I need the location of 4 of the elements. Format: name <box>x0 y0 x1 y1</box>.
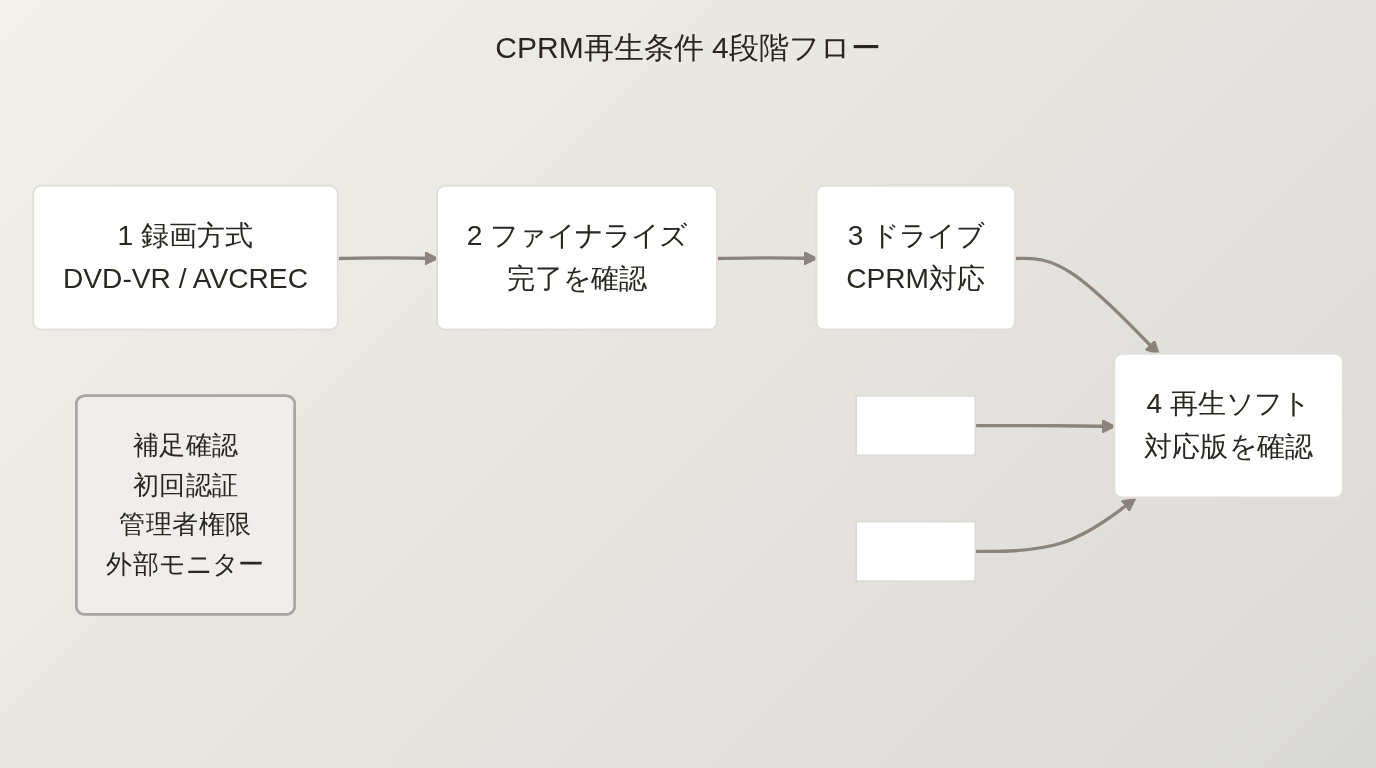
arrow <box>975 497 1137 554</box>
diagram-title: CPRM再生条件 4段階フロー <box>495 30 881 66</box>
node-box <box>855 520 977 583</box>
node-box <box>855 395 977 457</box>
